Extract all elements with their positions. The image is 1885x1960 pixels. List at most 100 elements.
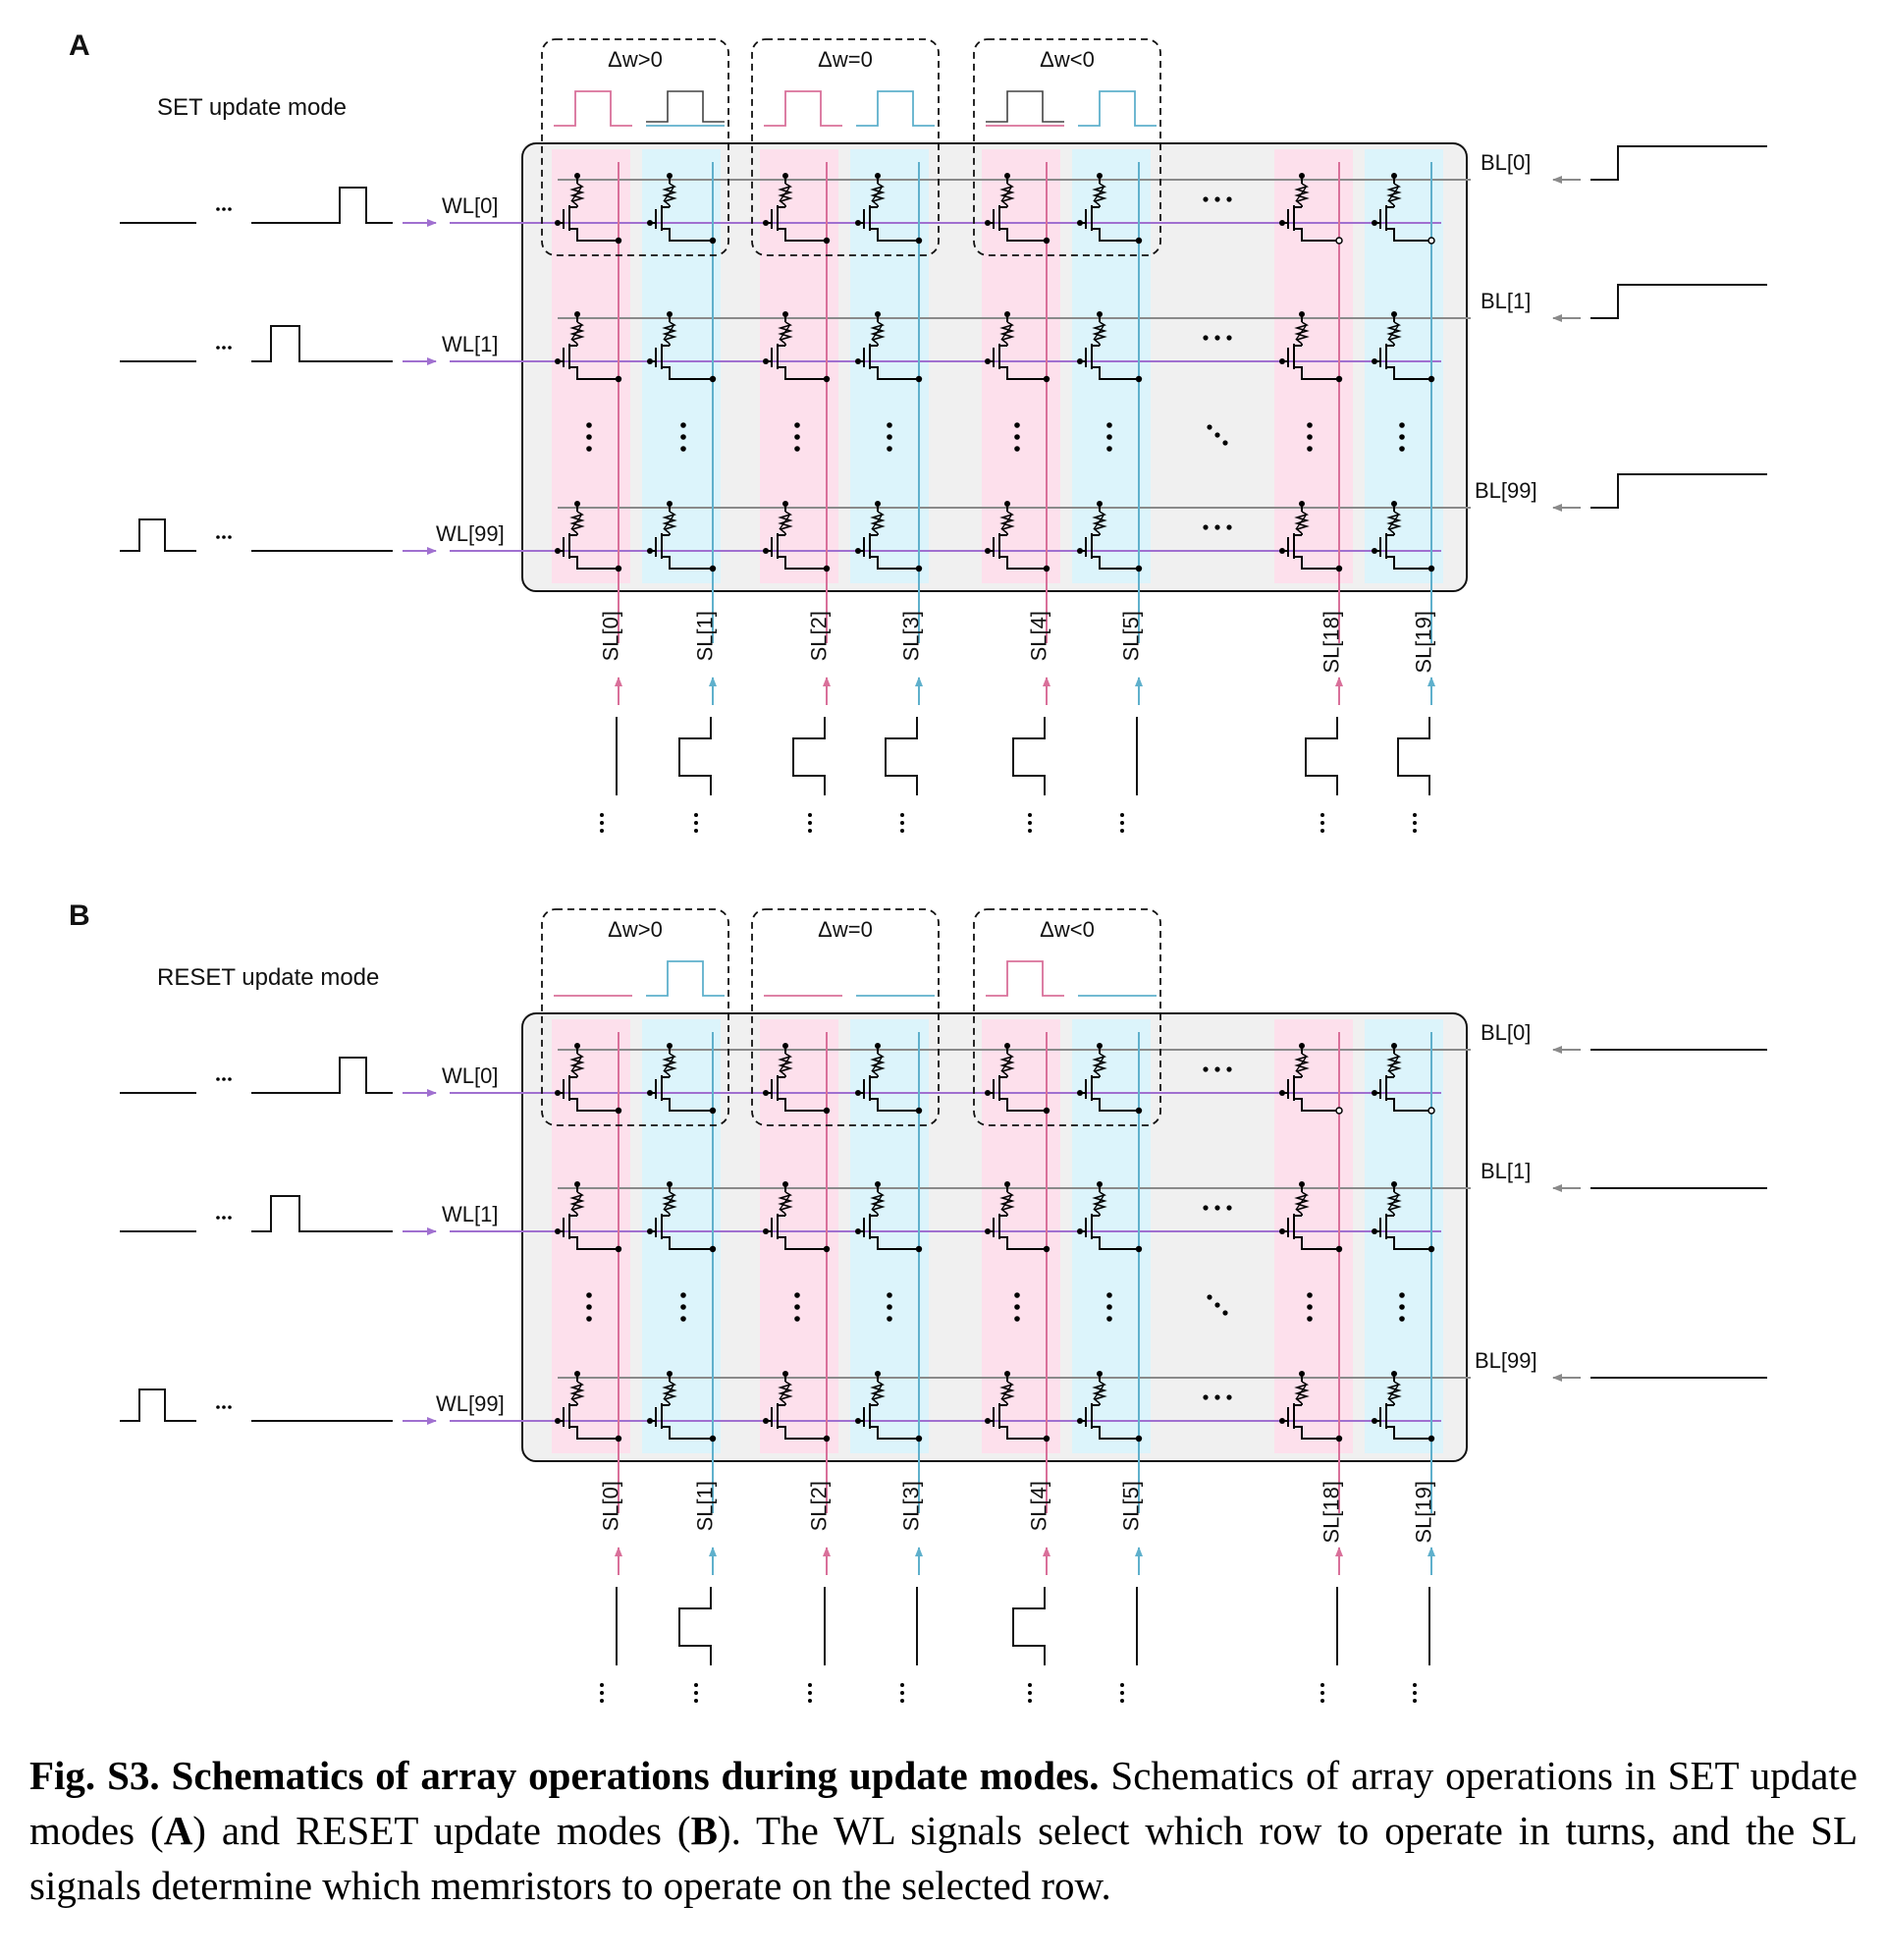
- cell-node: [1135, 237, 1143, 245]
- ellipsis-dots: [600, 813, 604, 817]
- ellipsis-dots: [1413, 1683, 1417, 1687]
- memristor-arrow: [871, 515, 883, 530]
- memristor-arrow: [1093, 1195, 1104, 1211]
- cell-node: [763, 220, 769, 226]
- cell-node: [1299, 173, 1305, 179]
- cell-node: [1372, 220, 1377, 226]
- ellipsis-dots: [222, 535, 226, 539]
- ellipsis-dots: [216, 346, 220, 350]
- ellipsis-dots: [1399, 1304, 1405, 1310]
- cell-node: [1299, 1371, 1305, 1377]
- ellipsis-dots: [1028, 829, 1032, 833]
- memristor-arrow: [1093, 187, 1104, 202]
- cell-node: [1043, 565, 1050, 572]
- bit-line-step-waveform: [1590, 284, 1767, 319]
- cell-node: [1097, 311, 1103, 317]
- cell-wire: [1294, 1098, 1339, 1112]
- source-line-label: SL[0]: [599, 611, 623, 661]
- cell-node: [915, 1107, 923, 1115]
- cell-node: [1299, 501, 1305, 507]
- source-line-label: SL[19]: [1412, 611, 1436, 674]
- cell-node: [1391, 173, 1397, 179]
- ellipsis-dots: [1014, 446, 1020, 452]
- ellipsis-dots: [1226, 524, 1232, 530]
- ellipsis-dots: [808, 813, 812, 817]
- cell-node: [855, 1090, 861, 1096]
- ellipsis-dots: [1214, 335, 1220, 341]
- positive-pulse-waveform: [764, 90, 842, 127]
- cell-node: [1135, 1245, 1143, 1253]
- cell-wire: [870, 1426, 919, 1440]
- source-line-label: SL[19]: [1412, 1481, 1436, 1544]
- cell-node: [855, 1228, 861, 1234]
- cell-wire: [569, 1098, 619, 1112]
- memristor-arrow: [779, 325, 790, 341]
- ellipsis-dots: [1226, 196, 1232, 202]
- cell-wire: [778, 556, 827, 570]
- ellipsis-dots: [1214, 432, 1220, 438]
- ellipsis-dots: [1413, 813, 1417, 817]
- ellipsis-dots: [1106, 422, 1112, 428]
- cell-wire: [1386, 1426, 1431, 1440]
- source-line-label: SL[4]: [1027, 1481, 1051, 1531]
- cell-node: [667, 1043, 673, 1049]
- negative-pulse-waveform: [1078, 90, 1157, 127]
- ellipsis-dots: [1014, 1292, 1020, 1298]
- cell-node: [1335, 375, 1343, 383]
- ellipsis-dots: [586, 446, 592, 452]
- ellipsis-dots: [1307, 422, 1313, 428]
- word-line-label: WL[1]: [442, 332, 498, 356]
- ellipsis-dots: [1222, 1310, 1228, 1316]
- cell-wire: [999, 1426, 1047, 1440]
- cell-node: [763, 548, 769, 554]
- memristor-arrow: [1295, 325, 1307, 341]
- cell-node: [1097, 1371, 1103, 1377]
- cell-node: [1077, 220, 1083, 226]
- cell-node: [1004, 1043, 1010, 1049]
- cell-node: [855, 1418, 861, 1424]
- memristor-arrow: [663, 1195, 674, 1211]
- update-group-label: Δw>0: [608, 917, 663, 942]
- memristor-arrow: [1387, 1385, 1399, 1400]
- update-group-label: Δw<0: [1040, 47, 1095, 72]
- update-group-label: Δw<0: [1040, 917, 1095, 942]
- ellipsis-dots: [1203, 524, 1209, 530]
- ellipsis-dots: [1399, 1316, 1405, 1322]
- memristor-arrow: [1295, 1385, 1307, 1400]
- ellipsis-dots: [1413, 1699, 1417, 1703]
- ellipsis-dots: [228, 346, 232, 350]
- panel-letter: A: [69, 29, 90, 62]
- cell-node: [763, 1090, 769, 1096]
- cell-wire: [1092, 228, 1139, 242]
- memristor-arrow: [871, 1057, 883, 1072]
- cell-node: [667, 173, 673, 179]
- positive-pulse-waveform: [554, 90, 632, 127]
- memristor-arrow: [779, 515, 790, 530]
- ellipsis-dots: [794, 422, 800, 428]
- cell-node: [985, 548, 991, 554]
- memristor-arrow: [570, 1385, 582, 1400]
- ellipsis-dots: [794, 1316, 800, 1322]
- ellipsis-dots: [586, 422, 592, 428]
- ellipsis-dots: [1120, 813, 1124, 817]
- cell-node: [1299, 1181, 1305, 1187]
- cell-wire: [569, 1426, 619, 1440]
- ellipsis-dots: [1320, 829, 1324, 833]
- ellipsis-dots: [216, 1405, 220, 1409]
- ellipsis-dots: [1214, 524, 1220, 530]
- word-line-label: WL[99]: [436, 1391, 505, 1416]
- ellipsis-dots: [1120, 829, 1124, 833]
- ellipsis-dots: [1307, 1316, 1313, 1322]
- cell-node: [1279, 1090, 1285, 1096]
- memristor-arrow: [1295, 1195, 1307, 1211]
- cell-wire: [1092, 366, 1139, 380]
- cell-node: [782, 1181, 788, 1187]
- cell-node: [1427, 1435, 1435, 1443]
- source-line-pulse: [678, 717, 712, 795]
- negative-column: [642, 149, 721, 583]
- mode-label: RESET update mode: [157, 964, 379, 991]
- memristor-arrow: [871, 187, 883, 202]
- word-line-label: WL[99]: [436, 521, 505, 546]
- cell-wire: [999, 1236, 1047, 1250]
